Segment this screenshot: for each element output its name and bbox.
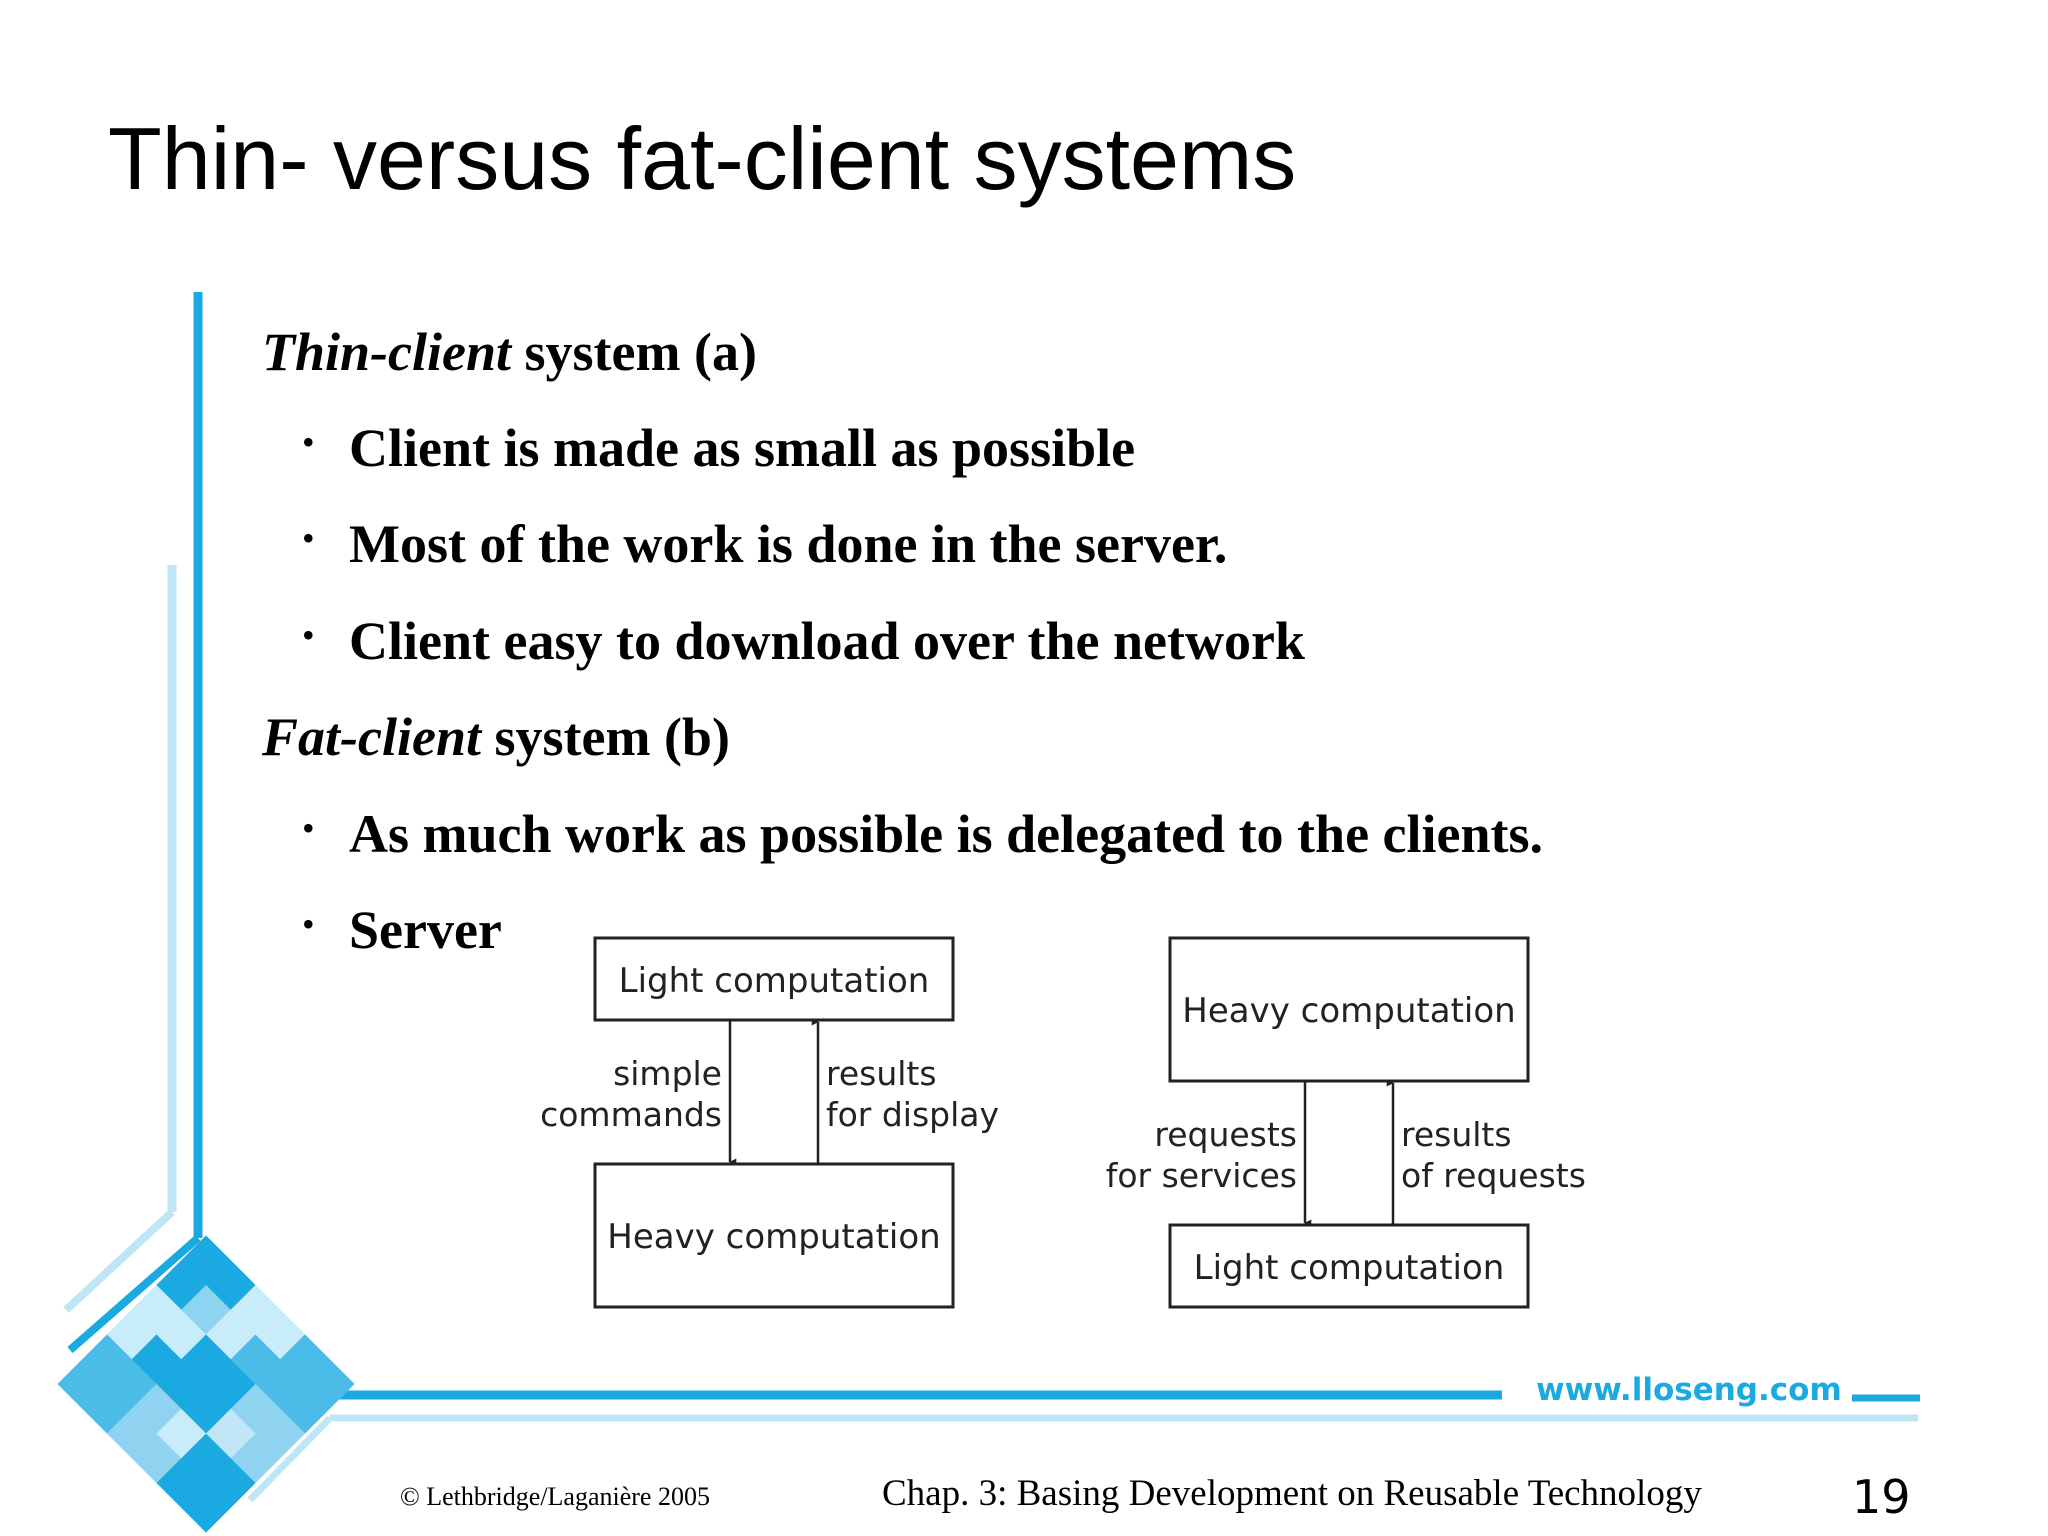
diagram-thin-client: Light computation Heavy computation simp… — [540, 936, 999, 1309]
fat-client-heading: Fat-client system (b) — [262, 705, 730, 770]
page-number: 19 — [1852, 1470, 1911, 1524]
website-link[interactable]: www.lloseng.com — [1526, 1372, 1852, 1408]
slide-title: Thin- versus fat-client systems — [108, 109, 1297, 208]
diagram-b-down-label-2: for services — [1106, 1156, 1297, 1195]
footer-chapter: Chap. 3: Basing Development on Reusable … — [882, 1473, 1702, 1514]
diagram-b-up-label-1: results — [1401, 1115, 1512, 1154]
thin-client-heading-italic: Thin-client — [262, 322, 512, 382]
thin-client-heading: Thin-client system (a) — [262, 320, 757, 385]
frame-diagonal-line — [67, 1234, 201, 1354]
thin-client-bullet-3: Client easy to download over the network — [349, 611, 1305, 671]
frame-bottom-diagonal-light-line — [247, 1415, 333, 1503]
diagram-b-up-label-2: of requests — [1401, 1156, 1586, 1195]
fat-client-bullet-2: Server — [349, 900, 502, 960]
thin-client-bullet-1: Client is made as small as possible — [349, 418, 1136, 478]
fat-client-heading-rest: system (b) — [480, 707, 730, 767]
diagram-b-top-box-label: Heavy computation — [1182, 991, 1515, 1031]
thin-client-heading-rest: system (a) — [511, 322, 757, 382]
frame-diagonal-light-line — [63, 1209, 175, 1313]
diagram-b-down-label-1: requests — [1154, 1115, 1297, 1154]
bullet-glyph: • — [302, 808, 315, 848]
diagram-a-bottom-box-label: Heavy computation — [607, 1217, 940, 1257]
diagram-b-bottom-box-label: Light computation — [1194, 1248, 1505, 1288]
diagram-a-bottom-box — [593, 1162, 955, 1309]
diagram-a-up-label-1: results — [826, 1054, 937, 1093]
diagram-b-top-box — [1168, 936, 1530, 1083]
diagram-a-top-box-label: Light computation — [619, 961, 930, 1001]
diagram-b-bottom-box — [1168, 1223, 1530, 1309]
bullet-glyph: • — [302, 422, 315, 462]
thin-client-bullet-2: Most of the work is done in the server. — [349, 514, 1228, 574]
diagram-a-top-box — [593, 936, 955, 1022]
diagram-fat-client: Heavy computation Light computation requ… — [1106, 936, 1586, 1309]
bullet-glyph: • — [302, 518, 315, 558]
fat-client-heading-italic: Fat-client — [262, 707, 481, 767]
diagram-a-down-label-1: simple — [613, 1054, 722, 1093]
fat-client-bullet-1: As much work as possible is delegated to… — [349, 804, 1544, 864]
bullet-glyph: • — [302, 904, 315, 944]
footer-copyright: © Lethbridge/Laganière 2005 — [400, 1482, 710, 1511]
bullet-glyph: • — [302, 615, 315, 655]
diagram-a-down-label-2: commands — [540, 1095, 722, 1134]
diagram-a-up-label-2: for display — [826, 1095, 999, 1134]
